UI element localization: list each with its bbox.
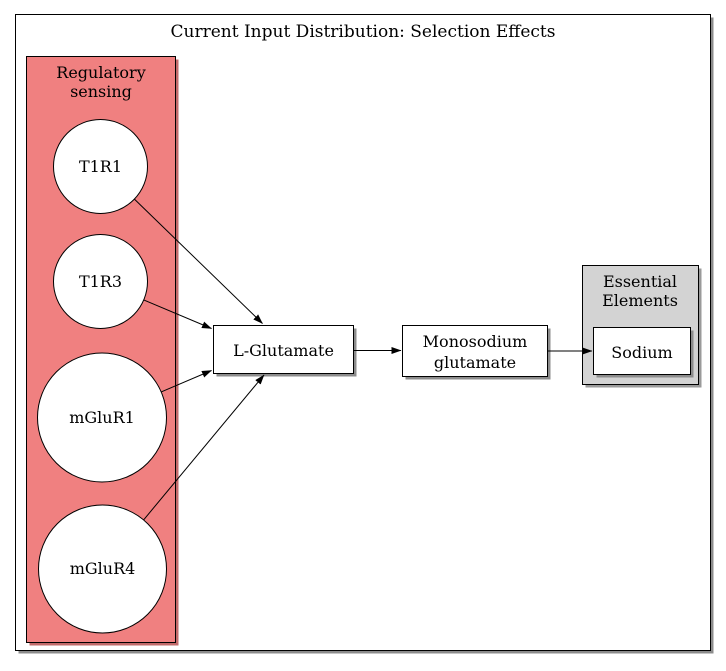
node-mglur4-label: mGluR4 — [70, 559, 136, 578]
node-mglur4: mGluR4 — [38, 504, 167, 634]
cluster-regulatory-label-line2: sensing — [70, 82, 132, 101]
node-monosodium-label-line1: Monosodium — [423, 332, 528, 351]
edge-mglur1-to-l-glutamate — [161, 370, 212, 393]
node-sodium-box — [593, 327, 691, 375]
cluster-regulatory-label-line1: Regulatory — [56, 63, 145, 82]
cluster-essential-label-line1: Essential — [603, 272, 677, 291]
node-l-glutamate-label: L-Glutamate — [233, 341, 334, 360]
node-mglur4-circle — [38, 504, 167, 634]
edge-t1r3-to-l-glutamate — [143, 299, 212, 329]
cluster-essential-label-line2: Elements — [602, 291, 678, 310]
node-t1r3-label: T1R3 — [79, 272, 122, 291]
node-monosodium-glutamate: Monosodium glutamate — [402, 325, 551, 380]
edge-mglur4-to-l-glutamate — [143, 374, 265, 521]
node-l-glutamate: L-Glutamate — [213, 325, 357, 377]
node-sodium: Sodium — [593, 327, 694, 378]
node-t1r1-label: T1R1 — [79, 157, 122, 176]
node-mglur1-label: mGluR1 — [69, 408, 135, 427]
edge-t1r1-to-l-glutamate — [134, 198, 263, 324]
node-monosodium-label-line2: glutamate — [434, 353, 516, 372]
edges — [134, 198, 593, 521]
node-t1r1-circle — [53, 119, 148, 214]
node-t1r3-circle — [53, 234, 148, 329]
node-t1r3: T1R3 — [53, 234, 148, 329]
node-mglur1: mGluR1 — [37, 352, 167, 483]
node-sodium-label: Sodium — [611, 343, 672, 362]
diagram-title: Current Input Distribution: Selection Ef… — [171, 22, 556, 42]
node-mglur1-circle — [37, 352, 167, 483]
node-t1r1: T1R1 — [53, 119, 148, 214]
node-l-glutamate-box — [213, 325, 354, 374]
